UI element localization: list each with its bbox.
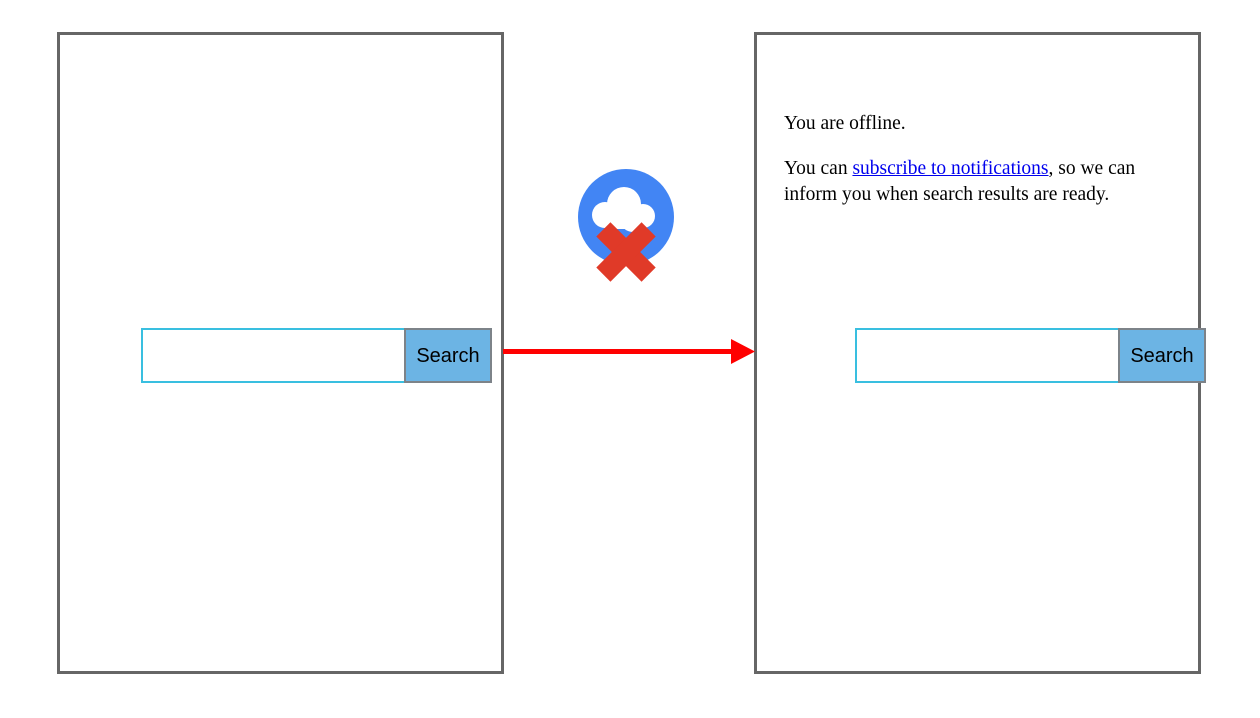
offline-message: You are offline. You can subscribe to no… [784,111,1188,208]
subscribe-to-notifications-link[interactable]: subscribe to notifications [852,158,1049,179]
flow-arrow-head [731,339,755,364]
offline-cloud-icon [573,164,679,282]
search-widget-before: Search [141,328,492,383]
search-input[interactable] [855,328,1118,383]
search-widget-after: Search [855,328,1206,383]
flow-arrow [503,336,755,367]
offline-message-suffix: , so we can inform you when search resul… [784,158,1136,205]
search-button[interactable]: Search [1118,328,1206,383]
cloud-icon-cross [596,222,656,282]
offline-message-prefix: You can [784,158,853,179]
offline-message-line-1: You are offline. [784,113,906,134]
panel-before: Search [57,32,504,674]
offline-message-line-2: You can subscribe to notifications, so w… [784,156,1188,208]
panel-after: You are offline. You can subscribe to no… [754,32,1206,674]
search-input[interactable] [141,328,404,383]
cloud-icon-cloud [592,187,655,232]
search-button[interactable]: Search [404,328,492,383]
